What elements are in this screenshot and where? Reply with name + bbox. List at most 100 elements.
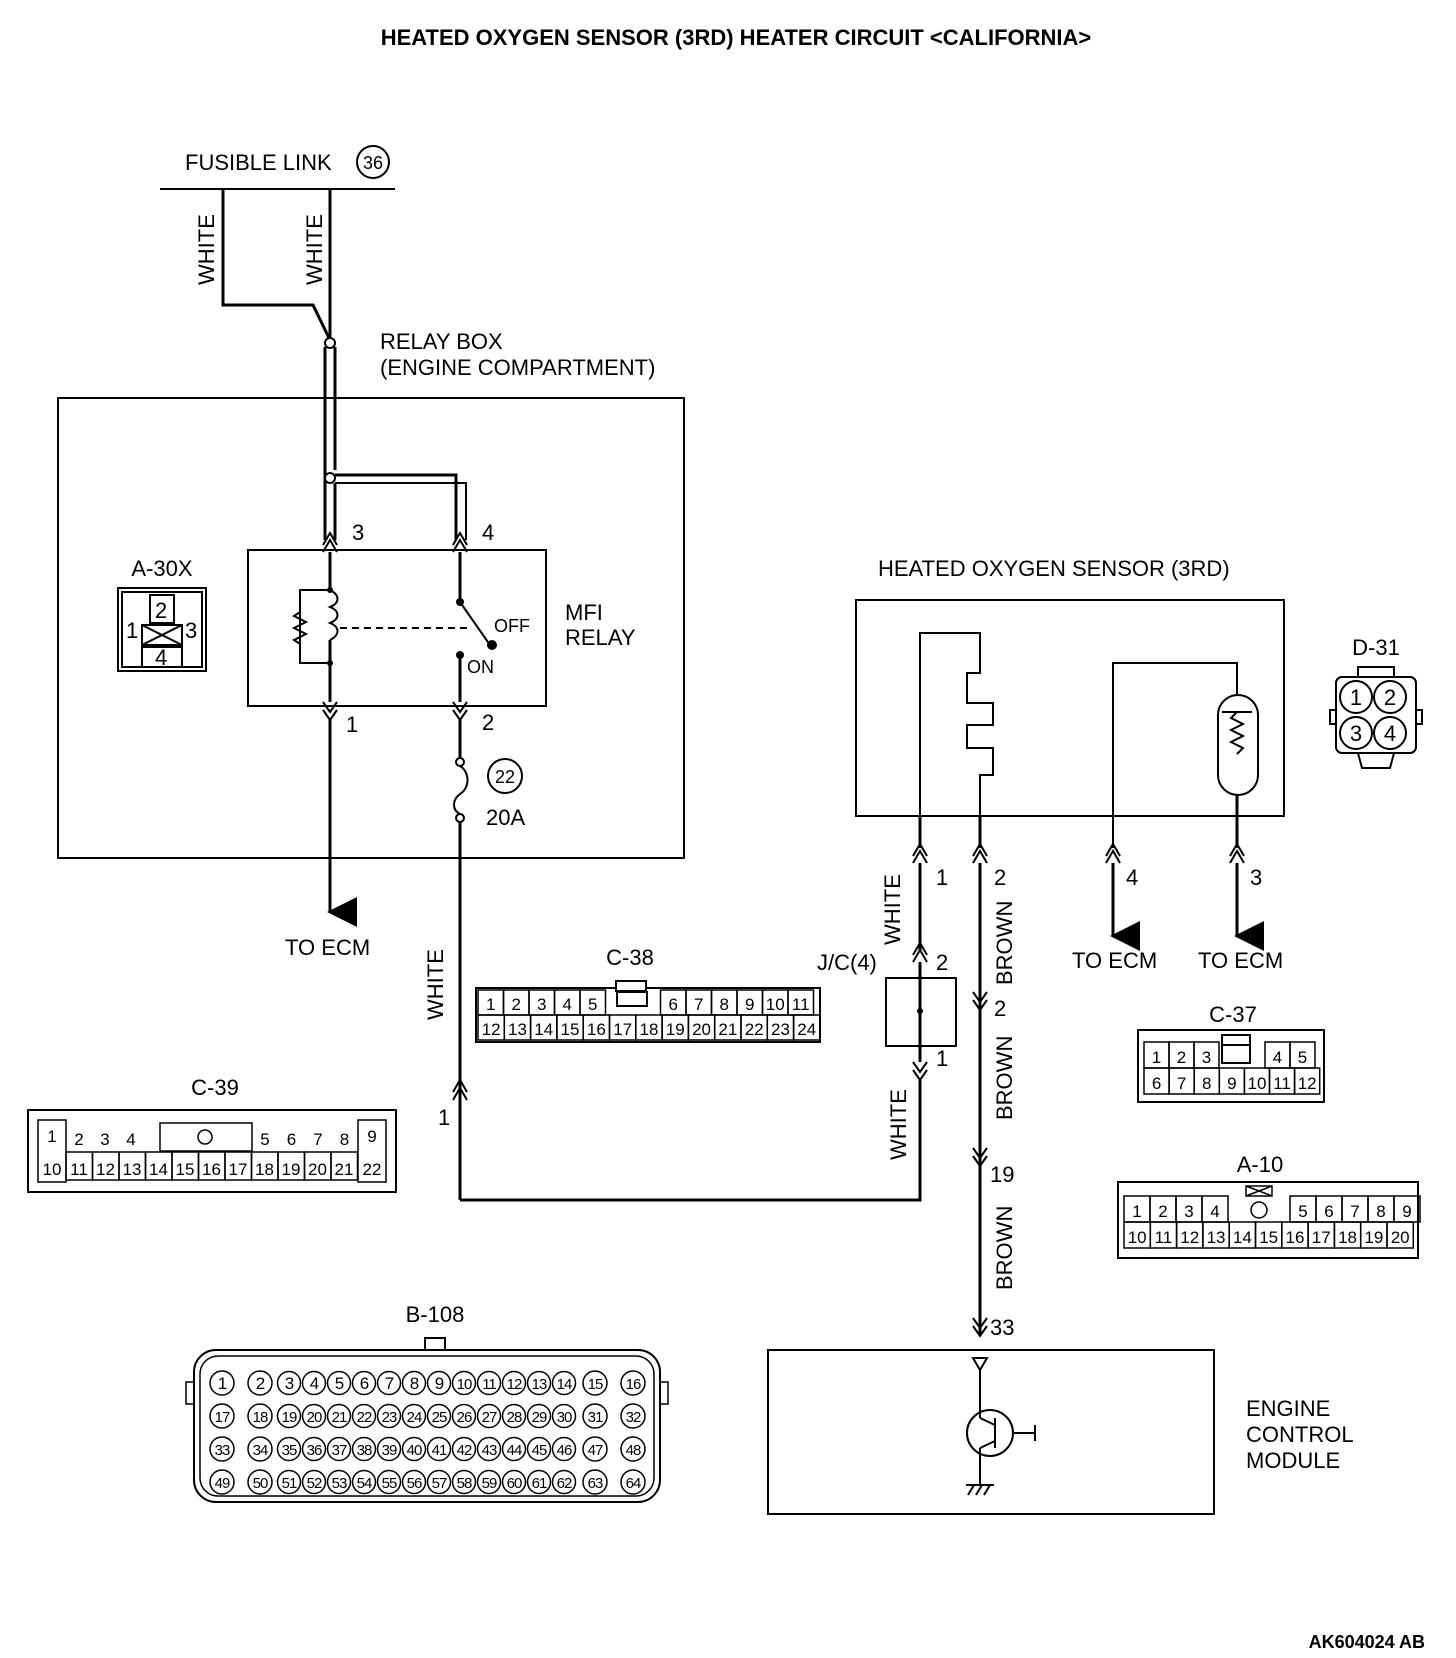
b108-pin-hole [209,1469,235,1495]
b108-pin: 43 [482,1442,497,1459]
c38-r2-pin: 24 [797,1020,816,1039]
b108-pin: 58 [457,1475,472,1492]
b108-pin-hole [351,1436,377,1462]
b108-pin: 24 [407,1409,422,1426]
b108-pin: 30 [557,1409,572,1426]
a30x-name: A-30X [131,556,192,581]
b108-pin-hole [351,1403,377,1429]
a10-r1-pin: 5 [1298,1202,1307,1221]
b108-pin: 45 [532,1442,547,1459]
junction-connector: J/C(4) 2 1 [817,950,957,1082]
c37-r1-pin: 4 [1273,1048,1282,1067]
c37-r2-pin: 11 [1273,1074,1291,1093]
b108-pin-hole [401,1403,427,1429]
c39-key-hole [197,1129,213,1145]
a10-r1-pin: 9 [1402,1202,1411,1221]
c38-r1-pin: 11 [792,995,810,1014]
b108-pin-hole [476,1469,502,1495]
b108-pin: 9 [435,1374,444,1393]
a10-r1-pin: 3 [1184,1202,1193,1221]
a10-r2-pin: 10 [1128,1228,1147,1247]
b108-pin-hole [401,1436,427,1462]
to-ecm-relay: TO ECM [285,935,370,960]
to-ecm-sensor-4: TO ECM [1072,948,1157,973]
c39-cell [37,1119,67,1183]
b108-pin: 14 [557,1376,572,1393]
b108-latch [424,1337,446,1351]
c39-pin: 4 [126,1130,135,1149]
a10-r2-pin: 20 [1391,1228,1410,1247]
c38-r2-pin: 22 [745,1020,764,1039]
engine-control-module: 33 ENGINE CONTROL MODULE [767,1315,1354,1515]
c38-r2-pin: 12 [482,1020,501,1039]
fuse-rating: 20A [486,805,525,830]
b108-pin: 57 [432,1475,447,1492]
c38-name: C-38 [606,945,654,970]
wire-label-brown-2: BROWN [992,1036,1017,1120]
b108-pin-hole [351,1370,377,1396]
c39-pin: 2 [74,1130,83,1149]
b108-pin-hole [326,1436,352,1462]
c38-r2-pin: 15 [561,1020,580,1039]
b108-housing [193,1349,661,1503]
relay-terminal-4: 4 [482,520,494,545]
c39-pin: 9 [367,1127,376,1146]
b108-pin-hole [276,1370,302,1396]
junction-pin-top: 2 [936,950,948,975]
c38-r2-pin: 13 [508,1020,527,1039]
c39-pin: 7 [313,1130,322,1149]
fuse-22: 22 20A [453,720,525,830]
b108-pin: 60 [507,1475,522,1492]
fusible-link: FUSIBLE LINK 36 [160,145,395,190]
b108-pin-hole [426,1403,452,1429]
wire-label-brown-3: BROWN [992,1206,1017,1290]
b108-name: B-108 [406,1302,465,1327]
relay-box-label-1: RELAY BOX [380,329,503,354]
a30x-pin-4: 4 [155,645,167,670]
b108-pin: 4 [310,1374,319,1393]
mfi-relay-label-1: MFI [565,600,603,625]
feed-wires [221,189,467,540]
wire-pin-19: 19 [990,1162,1014,1187]
c37-latch [1221,1034,1251,1046]
fuse-number: 22 [495,767,515,787]
b108-pin: 34 [253,1442,268,1459]
b108-pin: 26 [457,1409,472,1426]
a10-r1-pin: 8 [1376,1202,1385,1221]
c37-r2-pin: 6 [1152,1074,1161,1093]
relay-terminal-1: 1 [346,712,358,737]
b108-pin: 22 [357,1409,372,1426]
b108-pin: 16 [626,1376,641,1393]
b108-pin-hole [526,1403,552,1429]
b108-pin: 12 [507,1376,522,1393]
relay-terminal-2: 2 [482,710,494,735]
c39-pin: 22 [363,1160,382,1179]
wire-pin-2: 2 [994,996,1006,1021]
b108-pin-hole [501,1403,527,1429]
b108-pin: 50 [253,1475,268,1492]
b108-pin-hole [351,1469,377,1495]
a10-r2-pin: 15 [1259,1228,1278,1247]
b108-pin: 8 [410,1374,419,1393]
b108-pin-hole [276,1436,302,1462]
wire-pin-1-left: 1 [438,1105,450,1130]
b108-pin-hole [209,1370,235,1396]
b108-pin: 53 [332,1475,347,1492]
a10-latch [1245,1185,1273,1197]
b108-pin-hole [526,1436,552,1462]
wire-label-white-fuse: WHITE [423,949,448,1020]
c38-r1-pin: 10 [766,995,785,1014]
a10-r2-pin: 17 [1312,1228,1331,1247]
mfi-relay-label-2: RELAY [565,625,636,650]
b108-pin: 47 [588,1442,603,1459]
b108-pin-hole [526,1370,552,1396]
c39-pin: 17 [229,1160,248,1179]
b108-pin-hole [301,1469,327,1495]
sensor-terminal-3: 3 [1250,865,1262,890]
b108-pin: 23 [382,1409,397,1426]
connector-a30x: A-30X 1 2 3 4 [117,556,207,672]
c39-pin: 15 [176,1160,195,1179]
